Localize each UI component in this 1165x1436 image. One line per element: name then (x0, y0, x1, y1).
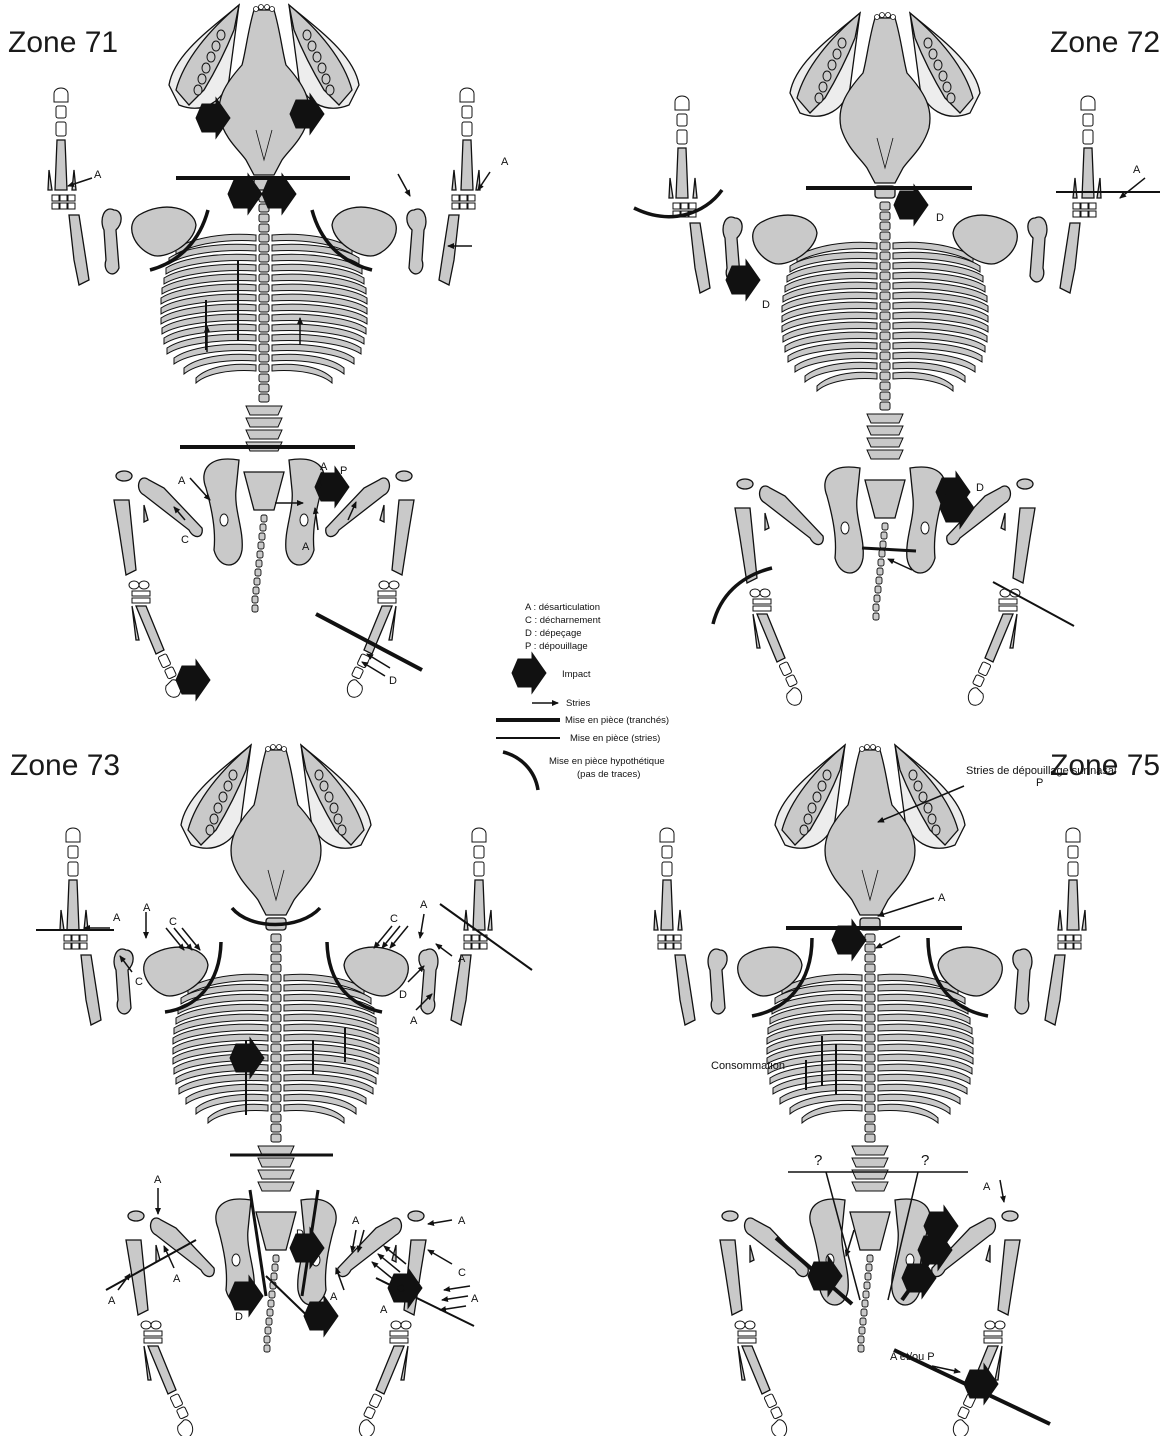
zone-73-arrow (352, 1230, 356, 1252)
zone-71-label: A (302, 541, 310, 553)
zone-73-label: D (399, 989, 407, 1001)
zone-73-arrow (440, 1306, 466, 1310)
zone-72-label: D (976, 482, 984, 494)
legend-stries: Stries (566, 698, 591, 709)
zone-71-label: A (94, 169, 102, 181)
zone-73-label: A (352, 1215, 360, 1227)
legend-hypo1: Mise en pièce hypothétique (549, 756, 665, 767)
zone-73-arrow (444, 1286, 470, 1290)
zone-73-label: A (113, 912, 121, 924)
zone-73-arrow (408, 966, 424, 982)
zone-73-label: A (471, 1293, 479, 1305)
zone-73-label: C (458, 1267, 466, 1279)
zone-73-label: A (458, 1215, 466, 1227)
legend-c: C : décharnement (525, 615, 601, 626)
zone-73-label: A (380, 1304, 388, 1316)
zone-73: Zone 73 (10, 745, 532, 1436)
zone-75-label: Consommation (711, 1060, 785, 1072)
legend-a: A : désarticulation (525, 602, 600, 613)
zone-72-arrow (1120, 178, 1145, 198)
zone-73-label: C (397, 1283, 405, 1295)
zone-73-label: A (143, 902, 151, 914)
zone-71-label: A (320, 461, 328, 473)
zone-71-impact-foot (176, 660, 210, 700)
zone-75-label: A (983, 1181, 991, 1193)
zone-73-arrow (390, 926, 408, 948)
zone-73-label: D (296, 1228, 304, 1240)
zone-71-label: C (181, 534, 189, 546)
zone-73-arrow (374, 926, 392, 948)
zone-72-label: D (936, 212, 944, 224)
zone-75: Zone 75 Stries de dépouillage sur nasal … (654, 745, 1160, 1436)
zone-75-label: Stries de dépouillage sur nasal (966, 765, 1116, 777)
zone-75-arrow (846, 1230, 854, 1256)
zone-71-arrow (362, 662, 385, 676)
zone-75-skeleton (654, 745, 1086, 1436)
zone-71-arrow (367, 654, 390, 668)
legend-hypo2: (pas de traces) (577, 769, 640, 780)
zone-73-label: A (410, 1015, 418, 1027)
zone-71-arrow (398, 174, 410, 196)
zone-73-label: A (108, 1295, 116, 1307)
zone-75-arrow (876, 936, 900, 948)
zone-71-label: P (340, 465, 347, 477)
zone-75-label: A (938, 892, 946, 904)
zone-71-title: Zone 71 (8, 26, 118, 59)
zone-71: Zone 71 A A A C A (8, 5, 509, 701)
legend-impact: Impact (562, 669, 591, 680)
zone-73-label: A (154, 1174, 162, 1186)
zone-75-label: P (1036, 777, 1043, 789)
legend-stries-cut: Mise en pièce (stries) (570, 733, 660, 744)
zone-73-label: A (420, 899, 428, 911)
zone-73-arrow (420, 914, 424, 938)
zone-73-label: C (169, 916, 177, 928)
zone-73-arrow (442, 1296, 468, 1300)
zone-73-label: C (135, 976, 143, 988)
zone-75-label: ? (921, 1152, 929, 1169)
zone-72-label: A (1133, 164, 1141, 176)
zone-75-arrow (1000, 1180, 1004, 1202)
zone-73-title: Zone 73 (10, 749, 120, 782)
zone-72-skeleton (669, 13, 1101, 706)
legend-tranches: Mise en pièce (tranchés) (565, 715, 669, 726)
zone-73-arrow (428, 1220, 452, 1224)
zone-75-label: ? (814, 1152, 822, 1169)
legend-hypo-curve (503, 752, 538, 790)
zone-73-arrow (436, 944, 452, 956)
zone-71-cut-tibia (316, 614, 422, 670)
zone-73-arrow (428, 1250, 452, 1264)
zone-73-cut-radius (440, 904, 532, 970)
zone-73-label: D (235, 1311, 243, 1323)
zone-73-label: A (458, 953, 466, 965)
zone-71-skeleton (48, 5, 480, 698)
zone-72: Zone 72 D D A D (634, 13, 1160, 706)
zone-73-label: A (173, 1273, 181, 1285)
zone-71-label: A (501, 156, 509, 168)
zone-72-label: D (762, 299, 770, 311)
zone-75-label: A et/ou P (890, 1351, 935, 1363)
zone-71-label: A (178, 475, 186, 487)
zone-73-label: C (390, 913, 398, 925)
legend-impact-icon (512, 653, 546, 693)
zone-72-impact-neck (894, 185, 928, 225)
zone-71-arrow (68, 178, 92, 186)
legend: A : désarticulation C : décharnement D :… (496, 602, 669, 790)
zone-73-arrow (182, 928, 200, 950)
zone-73-arrow (382, 926, 400, 948)
zone-73-cut-tarsal-l (106, 1240, 196, 1290)
legend-p: P : dépouillage (525, 641, 588, 652)
zone-73-skeleton (60, 745, 492, 1436)
zone-71-label: D (389, 675, 397, 687)
zone-73-label: A (330, 1291, 338, 1303)
zone-72-title: Zone 72 (1050, 26, 1160, 59)
legend-d: D : dépeçage (525, 628, 582, 639)
